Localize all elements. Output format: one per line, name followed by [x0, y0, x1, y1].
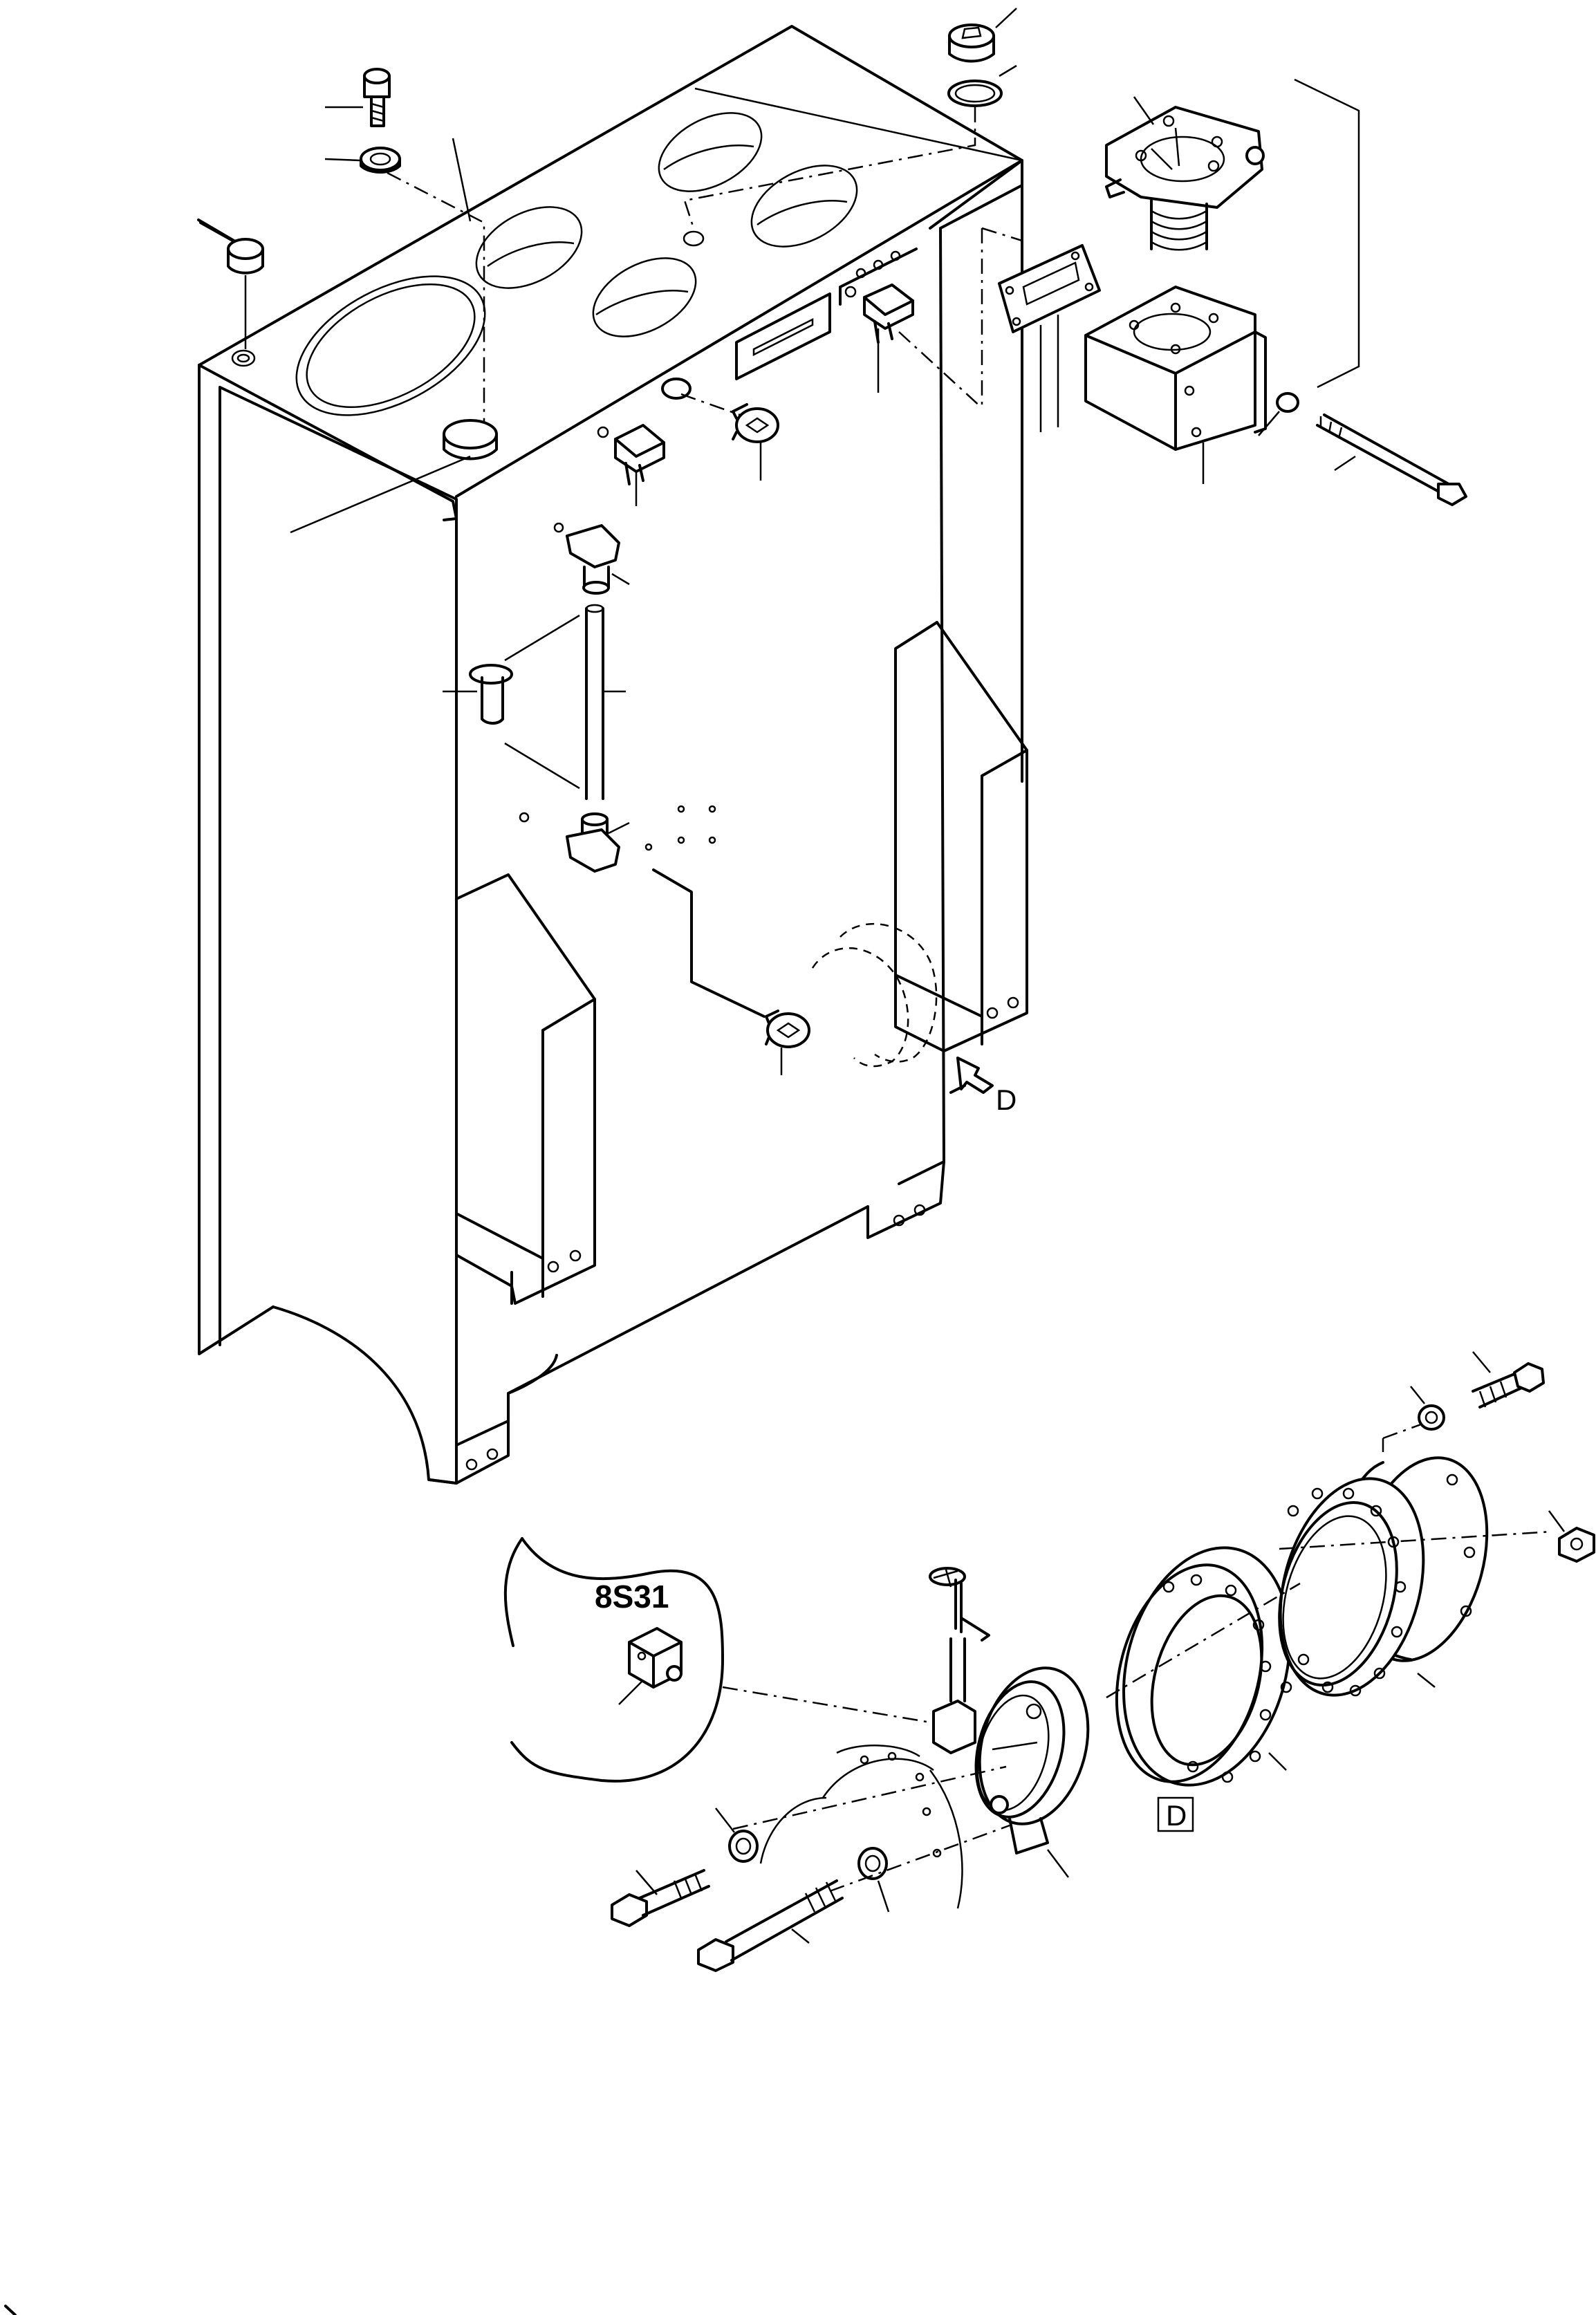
- corner-mark: [4, 2305, 17, 2315]
- level-gauge: [443, 522, 716, 873]
- detail-d-label: D: [1166, 1799, 1187, 1832]
- sensor-label: 8S31: [595, 1579, 669, 1615]
- rubber-compensator: [1106, 1456, 1553, 1699]
- butterfly-valve: [732, 1567, 1090, 1909]
- bolt-top-left: [325, 68, 391, 127]
- bolt-lower-long: [697, 1879, 844, 1972]
- washer-lower-left: [715, 1807, 759, 1863]
- plug-lower: [652, 868, 810, 1075]
- dipstick-breather: [197, 219, 264, 349]
- flange-bolt: [1382, 1351, 1545, 1452]
- plug-middle: [732, 403, 779, 481]
- pressure-switch-left: [597, 424, 665, 506]
- o-ring-left: [661, 378, 741, 416]
- view-d-letter: D: [996, 1084, 1017, 1116]
- detail-view-d: D: [1157, 1796, 1194, 1832]
- filler-plug-top: [683, 8, 1017, 229]
- lead-line-cover: [452, 138, 472, 222]
- view-d-callout: D: [949, 1057, 1017, 1116]
- lead-line-boss: [290, 455, 471, 534]
- flange-plate: [1115, 1546, 1292, 1787]
- flange-washer: [1410, 1386, 1445, 1431]
- washer-lower-mid: [857, 1847, 890, 1913]
- detail-circle-sensor: 8S31: [503, 1537, 927, 1783]
- hydraulic-tank: [198, 25, 1028, 1485]
- pressure-switch-right: [844, 283, 914, 393]
- flange-nut: [1548, 1510, 1595, 1563]
- lock-washer: [324, 147, 485, 422]
- filter-assembly: [898, 78, 1467, 506]
- bolt-lower-left: [611, 1869, 710, 1927]
